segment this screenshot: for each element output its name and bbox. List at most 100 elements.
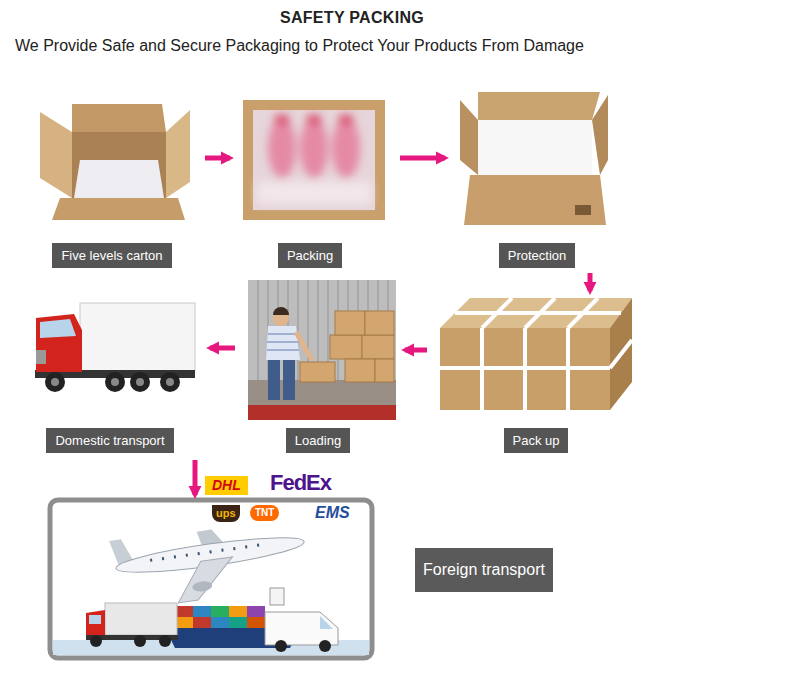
delivery-van (319, 640, 331, 652)
sealed-box (455, 311, 621, 315)
step-label: Five levels carton (52, 243, 171, 268)
open-carton (52, 198, 185, 220)
sealed-box (440, 298, 632, 328)
foam-carton (460, 100, 478, 175)
packed-carton (243, 100, 385, 220)
packed-carton (253, 110, 375, 210)
delivery-van (265, 612, 338, 652)
cargo-ship (193, 617, 211, 628)
foam-carton (464, 175, 606, 225)
open-carton (40, 104, 190, 220)
cargo-ship (270, 588, 284, 605)
step-label: Loading (286, 428, 350, 453)
packed-carton (332, 118, 360, 178)
domestic-truck (36, 314, 82, 372)
carrier-logo: DHL (205, 476, 248, 495)
carrier-logo: ups (212, 505, 240, 522)
foam-carton (592, 95, 608, 175)
airplane (173, 557, 238, 603)
container-loading (267, 334, 299, 350)
container-loading (248, 280, 396, 405)
cargo-truck (89, 615, 101, 624)
cargo-truck (86, 603, 178, 647)
step-node: Five levels carton (30, 95, 195, 268)
container-loading (296, 332, 312, 360)
flow-arrow (588, 273, 593, 291)
domestic-truck (136, 378, 144, 386)
open-carton (72, 104, 166, 132)
cargo-ship (175, 606, 193, 617)
packed-carton (307, 115, 321, 125)
cargo-ship (229, 606, 247, 617)
container-loading (248, 280, 396, 420)
container-loading (300, 362, 335, 382)
cargo-ship (211, 606, 229, 617)
packed-carton (257, 182, 371, 204)
open-carton (72, 132, 166, 198)
domestic-truck (105, 372, 125, 392)
container-loading (362, 335, 394, 359)
domestic-truck (160, 372, 180, 392)
airplane (150, 545, 259, 560)
page-title: SAFETY PACKING (280, 9, 424, 27)
container-loading (248, 405, 396, 420)
delivery-van (320, 616, 333, 629)
domestic-truck (111, 378, 119, 386)
airplane (109, 514, 310, 611)
delivery-van (275, 640, 287, 652)
open-carton (74, 160, 164, 198)
container-loading (330, 335, 362, 359)
step-node: Foreign transport (48, 500, 556, 658)
foam-carton (478, 92, 600, 120)
carrier-logo: TNT (250, 505, 279, 521)
flow-arrow (193, 460, 198, 495)
flow-arrow (400, 156, 445, 161)
transport-frame (50, 500, 372, 658)
cargo-ship (247, 606, 265, 617)
domestic-truck (166, 378, 174, 386)
sealed-box (440, 298, 632, 410)
cargo-ship (229, 617, 247, 628)
foam-carton (478, 120, 592, 175)
packed-carton (300, 118, 328, 178)
step-label: Packing (278, 243, 342, 268)
domestic-truck (45, 372, 65, 392)
cargo-ship (175, 617, 193, 628)
cargo-ship (193, 606, 211, 617)
foam-carton (460, 92, 608, 225)
flow-arrow (210, 346, 235, 351)
flow-arrow (405, 348, 427, 353)
packed-carton (339, 115, 353, 125)
step-label: Protection (499, 243, 576, 268)
transport-frame (50, 500, 372, 658)
packed-carton (275, 115, 289, 125)
cargo-truck (105, 603, 177, 635)
subtitle: We Provide Safe and Secure Packaging to … (15, 37, 584, 55)
cargo-truck (159, 635, 171, 647)
packed-carton (243, 100, 385, 220)
step-node: Protection (455, 85, 615, 268)
domestic-truck (80, 303, 195, 371)
cargo-truck (86, 610, 105, 638)
packed-carton (268, 118, 296, 178)
domestic-truck (36, 350, 46, 364)
foam-carton (575, 205, 591, 215)
delivery-van (265, 612, 338, 645)
open-carton (40, 112, 72, 198)
step-node: Domestic transport (28, 298, 200, 455)
domestic-truck (40, 319, 76, 338)
container-loading (283, 360, 295, 400)
cargo-truck (90, 635, 102, 647)
container-loading (266, 326, 300, 360)
packed-carton (257, 115, 371, 204)
step-node: Pack up (437, 296, 634, 455)
step-label: Pack up (504, 428, 569, 453)
sealed-box (440, 328, 610, 410)
container-loading (375, 359, 394, 382)
container-loading (273, 307, 289, 315)
container-loading (268, 360, 280, 400)
cargo-ship (247, 617, 265, 628)
